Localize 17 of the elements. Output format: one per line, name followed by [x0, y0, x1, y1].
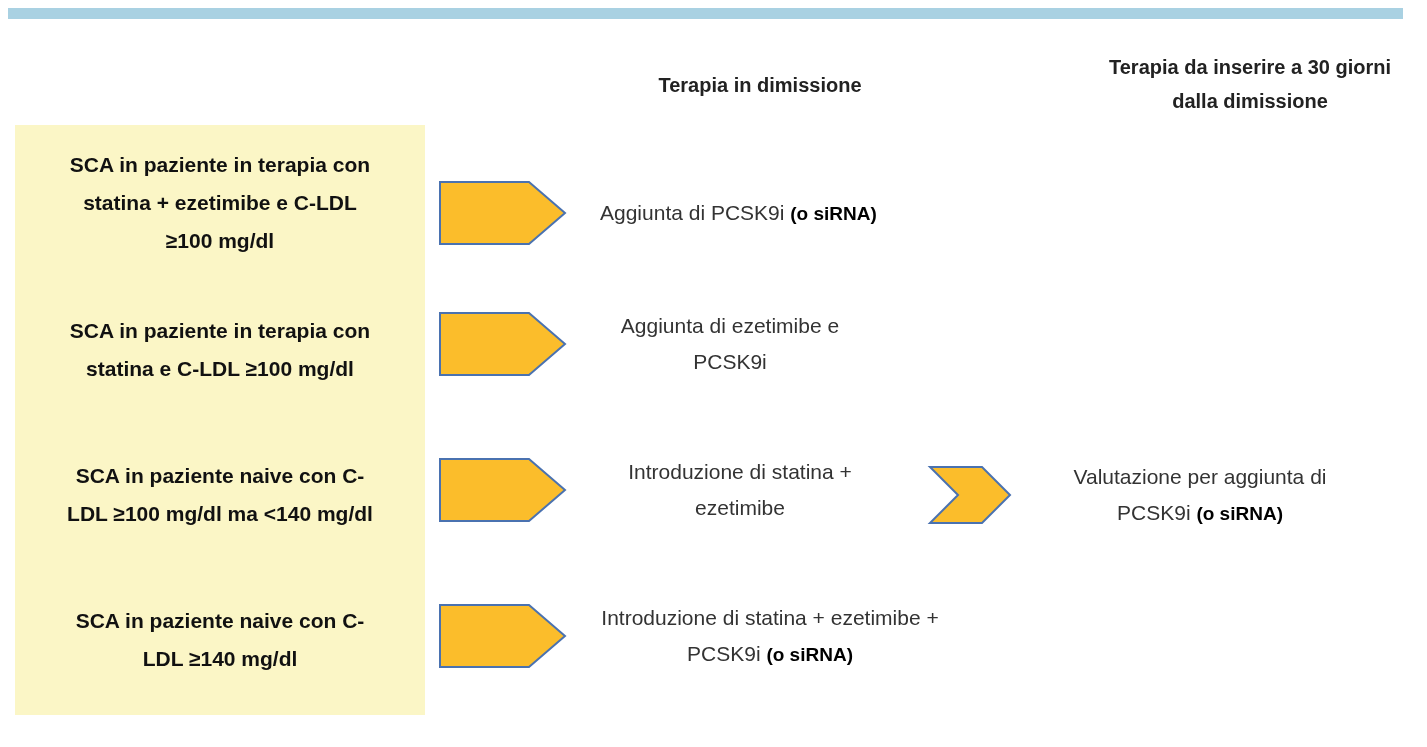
therapy-text: Introduzione di statina + ezetimibe + PCSK9i (o siRNA) — [590, 600, 950, 672]
pentagon-arrow — [439, 312, 567, 376]
condition-panel — [15, 125, 425, 715]
therapy-text: Aggiunta di PCSK9i (o siRNA) — [600, 188, 877, 238]
chevron-arrow — [927, 466, 1012, 524]
column-header: Terapia in dimissione — [657, 73, 863, 98]
condition-text: SCA in paziente naive con C-LDL ≥100 mg/dl ma <140 mg/dl — [15, 430, 425, 560]
therapy-text: Aggiunta di ezetimibe e PCSK9i — [590, 308, 870, 380]
condition-text: SCA in paziente in terapia con statina e C-LDL ≥100 mg/dl — [15, 285, 425, 415]
column-header: Terapia da inserire a 30 giorni dalla dimissione — [1108, 55, 1392, 114]
pentagon-arrow — [439, 458, 567, 522]
condition-text: SCA in paziente naive con C-LDL ≥140 mg/dl — [15, 595, 425, 685]
pentagon-arrow — [439, 604, 567, 668]
condition-text: SCA in paziente in terapia con statina + ezetimibe e C-LDL ≥100 mg/dl — [15, 140, 425, 265]
pentagon-arrow — [439, 181, 567, 245]
therapy-text: Valutazione per aggiunta di PCSK9i (o siRNA) — [1050, 459, 1350, 531]
therapy-text: Introduzione di statina + ezetimibe — [590, 454, 890, 526]
